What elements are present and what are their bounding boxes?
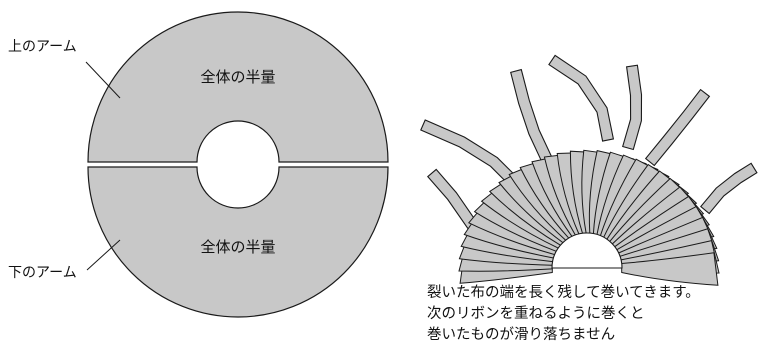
caption-line-3: 巻いたものが滑り落ちません bbox=[427, 327, 616, 343]
ribbon-tail bbox=[700, 162, 758, 215]
lower-half-label: 全体の半量 bbox=[200, 238, 276, 256]
coil-opening bbox=[551, 232, 623, 269]
upper-half-label: 全体の半量 bbox=[200, 68, 276, 86]
upper-half-ring bbox=[87, 11, 389, 163]
ribbon-tail bbox=[644, 88, 711, 167]
ribbon-tail bbox=[510, 68, 554, 166]
caption: 裂いた布の端を長く残して巻いてきます。 次のリボンを重ねるように巻くと 巻いたも… bbox=[427, 283, 700, 346]
ribbon-tail bbox=[622, 64, 643, 151]
caption-line-2: 次のリボンを重ねるように巻くと bbox=[427, 306, 645, 322]
upper-arm-label: 上のアーム bbox=[8, 39, 77, 55]
caption-line-1: 裂いた布の端を長く残して巻いてきます。 bbox=[427, 285, 700, 301]
lower-arm-leader bbox=[86, 239, 121, 271]
upper-arm-leader bbox=[85, 61, 121, 99]
coil-figure bbox=[420, 54, 758, 286]
ribbon-tail bbox=[548, 54, 615, 142]
lower-arm-label: 下のアーム bbox=[8, 265, 77, 281]
coil-segment bbox=[621, 252, 719, 286]
lower-half-ring bbox=[87, 166, 389, 318]
